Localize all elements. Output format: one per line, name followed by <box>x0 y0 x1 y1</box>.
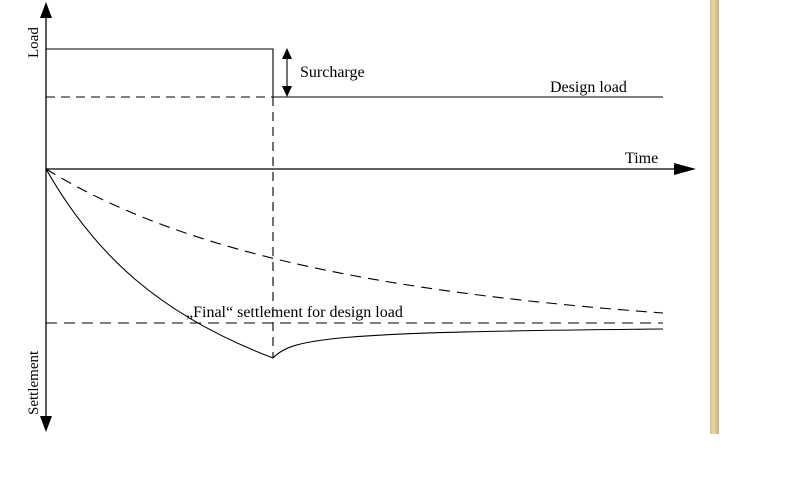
load-axis-arrow-up <box>40 2 52 18</box>
design-load-label: Design load <box>550 79 627 96</box>
settlement-axis-arrow-down <box>40 416 52 432</box>
design-load-settlement-curve <box>45 168 664 314</box>
final-settlement-label: „Final“ settlement for design load <box>186 304 403 321</box>
time-axis-arrow <box>674 163 696 175</box>
surcharge-label: Surcharge <box>300 64 365 81</box>
settlement-axis-label: Settlement <box>26 350 42 415</box>
surcharge-load-line <box>46 48 274 97</box>
decorative-side-strip <box>710 0 719 434</box>
surcharge-arrow-up <box>282 48 292 59</box>
surcharge-settlement-curve <box>45 168 664 359</box>
time-axis-label: Time <box>625 150 658 167</box>
load-axis-label: Load <box>26 27 42 58</box>
surcharge-arrow-down <box>282 86 292 97</box>
